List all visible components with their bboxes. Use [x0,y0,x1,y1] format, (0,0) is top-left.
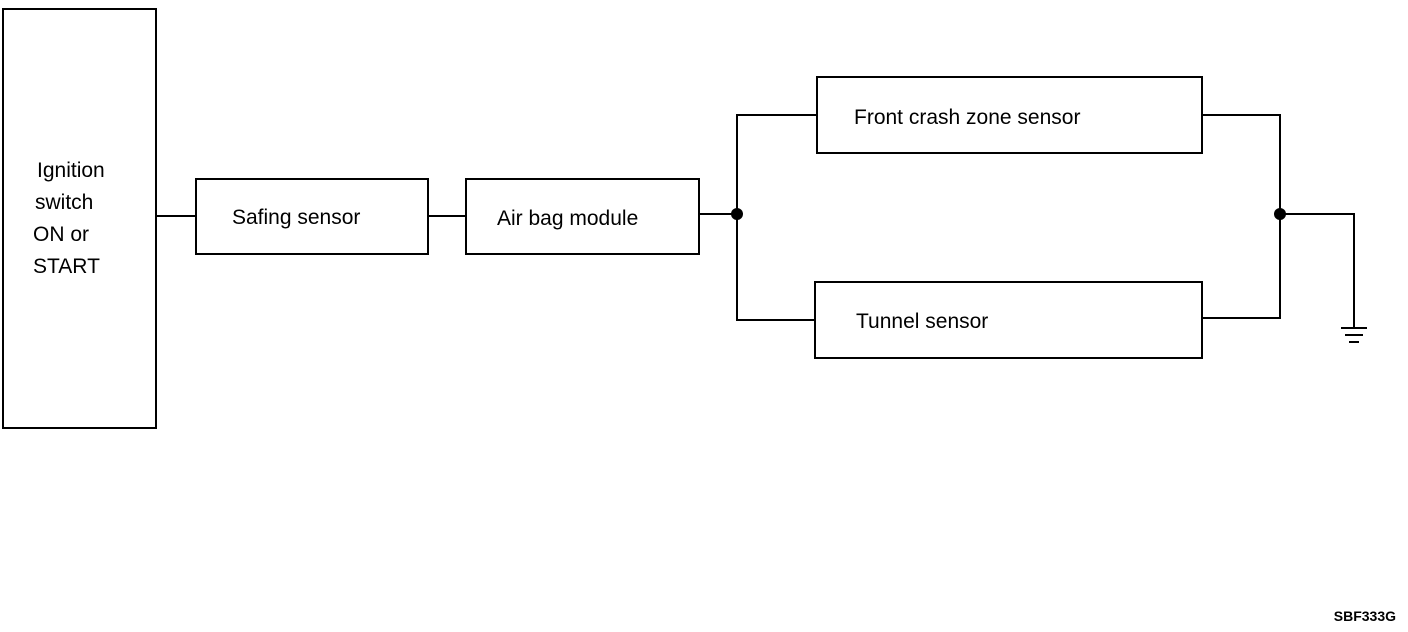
tunnel-sensor-label: Tunnel sensor [856,310,988,333]
ignition-switch-label-line-4: START [33,255,100,278]
wire-to-ground [1280,213,1355,328]
junction-node-left [731,208,743,220]
front-crash-zone-sensor-label: Front crash zone sensor [854,106,1080,129]
ground-icon [1341,327,1367,343]
air-bag-module-block: Air bag module [465,178,700,255]
front-crash-zone-sensor-block: Front crash zone sensor [816,76,1203,154]
figure-code: SBF333G [1334,608,1396,624]
safing-sensor-block: Safing sensor [195,178,429,255]
ignition-switch-label-line-3: ON or [33,223,89,246]
ignition-switch-block: Ignition switch ON or START [2,8,157,429]
ignition-switch-label-line-1: Ignition [37,159,105,182]
wire-right-branch [1202,114,1281,319]
ignition-switch-label-line-2: switch [35,191,93,214]
wire-left-branch [736,114,817,321]
safing-sensor-label: Safing sensor [232,206,360,229]
tunnel-sensor-block: Tunnel sensor [814,281,1203,359]
air-bag-module-label: Air bag module [497,207,638,230]
